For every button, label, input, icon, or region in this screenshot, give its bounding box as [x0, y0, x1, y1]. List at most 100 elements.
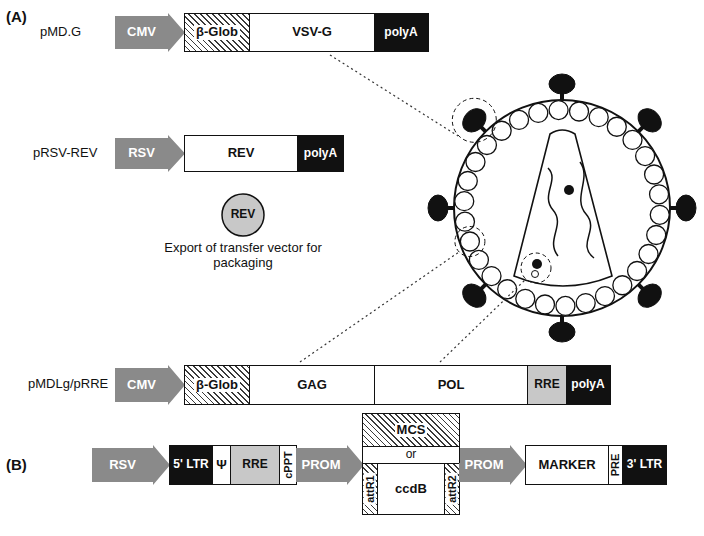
arrow-body	[115, 13, 185, 52]
globin-intron-box: β-Glob	[184, 13, 251, 52]
vsvg-spike	[549, 74, 575, 100]
matrix-protein	[623, 130, 642, 149]
rna-strand	[580, 162, 594, 258]
gene-box: GAG	[249, 365, 375, 405]
promoter-arrow: CMV	[115, 13, 185, 52]
highlight-circle	[452, 98, 496, 142]
ccdb-box: ccdB	[377, 463, 446, 515]
cppt-box: cPPT	[279, 445, 297, 485]
matrix-protein	[498, 280, 517, 299]
matrix-protein	[458, 171, 477, 190]
matrix-protein	[460, 232, 479, 251]
envelope-spikes	[428, 74, 696, 342]
mcs-box: MCS	[362, 413, 460, 447]
alternative-label: or	[362, 447, 460, 463]
highlight-circle	[521, 253, 551, 283]
matrix-protein	[510, 110, 529, 129]
gene-box: REV	[184, 135, 299, 172]
gene-box: POL	[374, 365, 529, 405]
vsvg-spike	[428, 195, 454, 221]
segment-label: VSV-G	[292, 25, 332, 39]
matrix-protein	[556, 296, 575, 315]
segment-label: β-Glob	[194, 378, 240, 392]
highlight-circle	[455, 227, 485, 257]
polya-box: polyA	[566, 365, 611, 405]
matrix-protein	[576, 294, 595, 313]
spike-head	[458, 104, 491, 137]
segment-label: attR1	[364, 473, 376, 505]
panel-label: (A)	[6, 8, 27, 25]
matrix-protein	[595, 287, 614, 306]
matrix-protein	[645, 165, 664, 184]
segment-label: POL	[438, 378, 465, 392]
matrix-protein	[529, 103, 548, 122]
caption-text: Export of transfer vector for packaging	[163, 241, 323, 271]
segment-label: MARKER	[538, 458, 595, 472]
segment-label: REV	[228, 146, 255, 160]
packaging-signal-box: Ψ	[212, 445, 231, 485]
segment-label: RRE	[242, 458, 267, 471]
spike-head	[676, 195, 696, 221]
segment-label: GAG	[297, 378, 327, 392]
ltr-box: 3' LTR	[622, 445, 667, 485]
segment-label: PRE	[609, 454, 621, 477]
segment-label: polyA	[571, 378, 604, 391]
leader-line	[440, 280, 525, 362]
matrix-protein	[650, 185, 669, 204]
matrix-protein	[589, 108, 608, 127]
plasmid-name: pMDLg/pRRE	[28, 377, 108, 392]
rna-strand	[548, 168, 558, 256]
spike-head	[549, 322, 575, 342]
matrix-protein	[455, 212, 474, 231]
arrow-body	[296, 445, 364, 485]
vsvg-spike	[670, 195, 696, 221]
polya-box: polyA	[297, 135, 344, 172]
matrix-protein	[613, 276, 632, 295]
plasmid-name: pMD.G	[40, 25, 81, 40]
marker-box: MARKER	[525, 445, 609, 485]
matrix-protein	[466, 152, 485, 171]
rre-box: RRE	[230, 445, 281, 485]
enzyme-circle	[532, 271, 539, 278]
segment-label: PROM	[302, 458, 341, 472]
matrix-protein	[516, 289, 535, 308]
arrow-body	[115, 135, 185, 172]
matrix-ring	[455, 101, 670, 316]
spike-head	[549, 74, 575, 94]
segment-label: cPPT	[282, 451, 294, 479]
segment-label: 5' LTR	[173, 458, 208, 471]
matrix-protein	[628, 261, 647, 280]
spike-head	[458, 279, 491, 312]
segment-label: 3' LTR	[627, 458, 662, 471]
arrow-body	[459, 445, 527, 485]
viral-envelope	[454, 100, 670, 316]
plasmid-name: pRSV-REV	[33, 146, 97, 161]
segment-label: CMV	[127, 378, 156, 392]
rev-protein-circle: REV	[221, 193, 265, 237]
matrix-protein	[636, 147, 655, 166]
spike-head	[633, 279, 666, 312]
segment-label: REV	[231, 208, 256, 221]
ltr-box: 5' LTR	[169, 445, 214, 485]
segment-label: MCS	[395, 423, 428, 437]
arrow-body	[92, 445, 170, 485]
segment-label: polyA	[304, 147, 337, 160]
promoter-arrow: PROM	[296, 445, 364, 485]
matrix-protein	[469, 250, 488, 269]
promoter-arrow: CMV	[115, 365, 185, 405]
vsvg-spike	[549, 316, 575, 342]
segment-label: CMV	[127, 25, 156, 39]
leader-line	[300, 252, 459, 362]
matrix-protein	[607, 117, 626, 136]
segment-label: RSV	[128, 146, 155, 160]
promoter-arrow: RSV	[115, 135, 185, 172]
matrix-protein	[455, 192, 474, 211]
matrix-protein	[482, 267, 501, 286]
arrow-body	[115, 365, 185, 405]
vsvg-spike	[629, 104, 666, 141]
segment-label: polyA	[384, 26, 417, 39]
segment-label: RRE	[534, 378, 559, 391]
promoter-arrow: RSV	[92, 445, 170, 485]
